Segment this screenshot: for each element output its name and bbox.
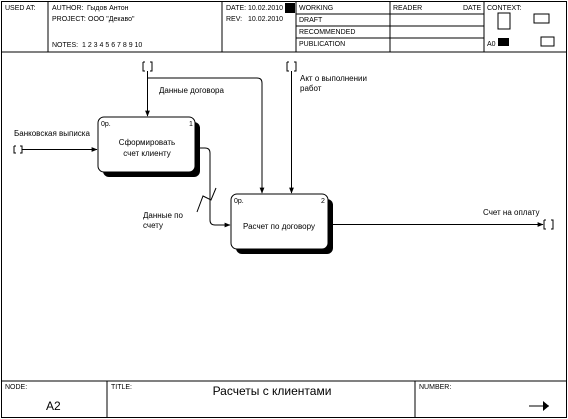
date-value: 10.02.2010 bbox=[248, 5, 283, 12]
number-label: NUMBER: bbox=[419, 384, 451, 391]
reader-date-label: DATE bbox=[463, 5, 481, 12]
rev-label: REV: bbox=[226, 16, 242, 23]
notes-value: 1 2 3 4 5 6 7 8 9 10 bbox=[82, 42, 142, 49]
context-node: A0 bbox=[487, 41, 496, 48]
header-block: USED AT: AUTHOR: Гыдов Антон PROJECT: ОО… bbox=[1, 1, 567, 53]
activity-box-1[interactable]: Сформировать счет клиенту 0р. 1 bbox=[97, 116, 200, 177]
box2-number: 2 bbox=[321, 198, 325, 205]
context-box-3 bbox=[498, 38, 509, 46]
label-contract-data: Данные договора bbox=[159, 86, 224, 95]
node-label: NODE: bbox=[5, 384, 27, 391]
diagram-title: Расчеты с клиентами bbox=[213, 384, 332, 398]
status-working-marker bbox=[285, 3, 295, 13]
reader-label: READER bbox=[393, 5, 422, 12]
project-label: PROJECT: bbox=[52, 16, 86, 23]
squiggle-connector bbox=[196, 187, 217, 213]
context-label: CONTEXT: bbox=[487, 5, 522, 12]
label-invoice-data-line2: счету bbox=[143, 221, 163, 230]
label-invoice-data-line1: Данные по bbox=[143, 211, 183, 220]
used-at-label: USED AT: bbox=[5, 5, 36, 12]
status-recommended: RECOMMENDED bbox=[299, 29, 355, 36]
box2-cost: 0р. bbox=[234, 198, 244, 205]
footer-block: NODE: A2 TITLE: Расчеты с клиентами NUMB… bbox=[1, 380, 567, 418]
box1-label-line2: счет клиенту bbox=[123, 149, 171, 158]
node-value: A2 bbox=[46, 399, 61, 413]
label-act-line1: Акт о выполнении bbox=[300, 74, 367, 83]
context-box-1 bbox=[497, 12, 511, 30]
arrow-control-contract-data[interactable]: Данные договора bbox=[142, 61, 265, 194]
rev-value: 10.02.2010 bbox=[248, 16, 283, 23]
arrow-invoice-data[interactable]: Данные по счету bbox=[143, 147, 231, 230]
arrow-input-bank-statement[interactable]: Банковская выписка bbox=[13, 129, 98, 154]
project-value: ООО "Декаво" bbox=[88, 16, 135, 23]
status-draft: DRAFT bbox=[299, 17, 323, 24]
arrow-control-act[interactable]: Акт о выполнении работ bbox=[286, 61, 367, 194]
box1-label-line1: Сформировать bbox=[119, 138, 175, 147]
author-value: Гыдов Антон bbox=[87, 5, 129, 12]
status-working: WORKING bbox=[299, 5, 333, 12]
context-box-2 bbox=[533, 13, 550, 24]
box1-number: 1 bbox=[189, 121, 193, 128]
box2-label: Расчет по договору bbox=[243, 222, 315, 231]
arrow-output-payment-invoice[interactable]: Счет на оплату bbox=[328, 208, 554, 230]
date-label: DATE: bbox=[226, 5, 246, 12]
activity-box-2[interactable]: Расчет по договору 0р. 2 bbox=[230, 193, 333, 254]
label-act-line2: работ bbox=[300, 84, 322, 93]
box1-cost: 0р. bbox=[101, 121, 111, 128]
label-bank-statement: Банковская выписка bbox=[14, 129, 90, 138]
status-publication: PUBLICATION bbox=[299, 41, 345, 48]
title-label: TITLE: bbox=[111, 384, 132, 391]
author-label: AUTHOR: bbox=[52, 5, 84, 12]
label-payment-invoice: Счет на оплату bbox=[483, 208, 540, 217]
context-box-4 bbox=[540, 36, 555, 47]
notes-label: NOTES: bbox=[52, 42, 78, 49]
next-page-icon[interactable] bbox=[527, 400, 549, 412]
